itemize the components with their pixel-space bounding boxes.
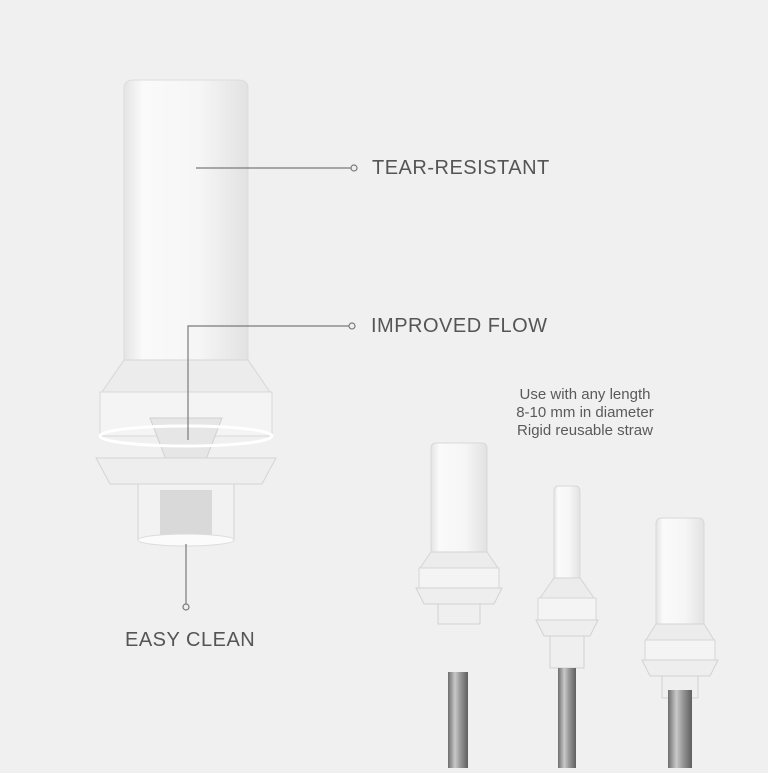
info-line-length: Use with any length <box>519 386 651 403</box>
small-straw-tip-wide <box>415 442 503 768</box>
small-straw-tip-medium <box>641 517 719 768</box>
product-info-text: Use with any length 8-10 mm in diameter … <box>470 386 700 440</box>
large-straw-tip <box>95 79 277 547</box>
callout-improved-flow-line <box>187 322 356 440</box>
callout-tear-resistant: TEAR-RESISTANT <box>372 157 550 179</box>
small-straw-tip-narrow <box>535 485 599 768</box>
callout-easy-clean: EASY CLEAN <box>125 629 256 651</box>
info-line-rigid: Rigid reusable straw <box>517 422 653 439</box>
callout-improved-flow: IMPROVED FLOW <box>371 315 548 337</box>
callout-tear-resistant-line <box>196 164 358 172</box>
info-line-diameter: 8-10 mm in diameter <box>516 404 654 421</box>
callout-easy-clean-line <box>182 544 190 611</box>
